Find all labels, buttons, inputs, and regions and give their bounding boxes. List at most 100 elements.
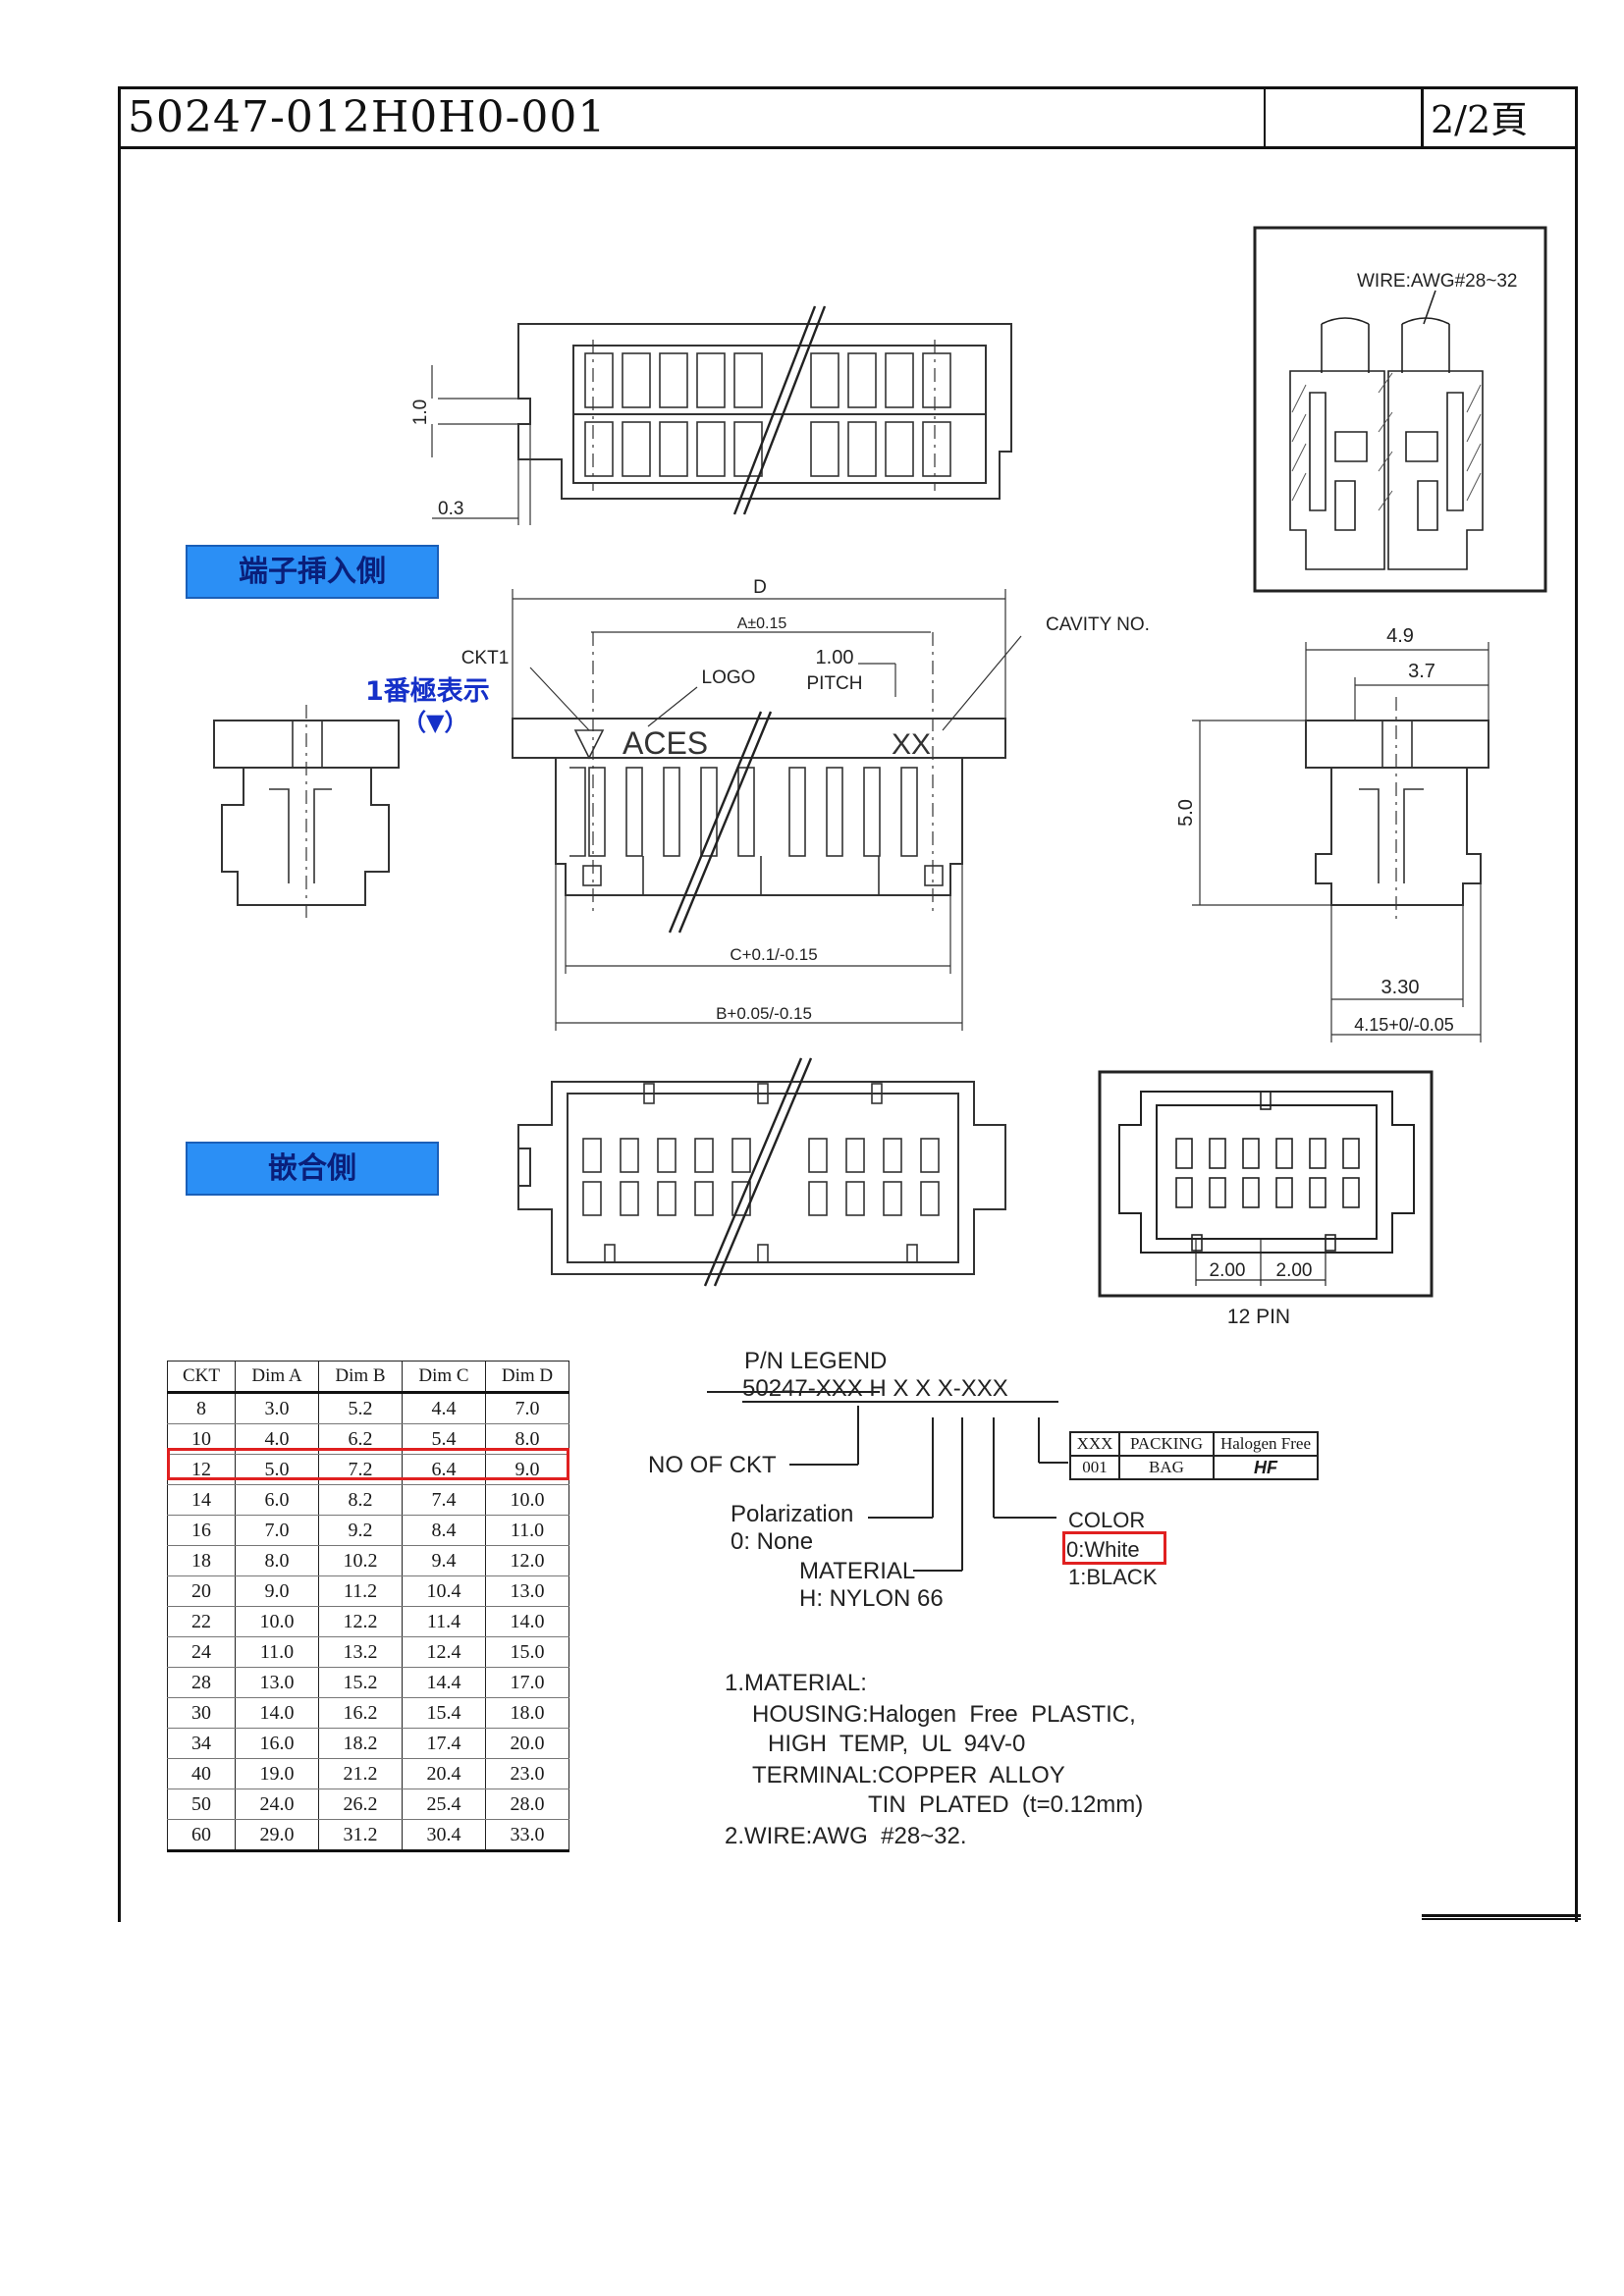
cell: 3.0 <box>235 1392 319 1424</box>
bottom-view <box>517 1057 1006 1287</box>
cell: 12.2 <box>318 1606 403 1637</box>
pack-header-packing: PACKING <box>1118 1431 1215 1457</box>
cell: 9.4 <box>402 1545 486 1576</box>
cell: 9.2 <box>318 1515 403 1546</box>
cell: 29.0 <box>235 1819 319 1852</box>
col-header-dim-d: Dim D <box>485 1361 569 1394</box>
pack-cell-hf: HF <box>1213 1455 1319 1480</box>
legend-polarization-val: 0: None <box>731 1528 813 1555</box>
cell: 8.0 <box>235 1545 319 1576</box>
pin12-caption: 12 PIN <box>1227 1306 1290 1328</box>
cell: 18 <box>167 1545 236 1576</box>
cell: 11.2 <box>318 1575 403 1607</box>
cell: 23.0 <box>485 1758 569 1789</box>
cell: 11.0 <box>235 1636 319 1668</box>
cell: 9.0 <box>235 1575 319 1607</box>
cell: 17.4 <box>402 1728 486 1759</box>
pack-header-halogen: Halogen Free <box>1213 1431 1319 1457</box>
cell: 24.0 <box>235 1789 319 1820</box>
cell: 10.0 <box>485 1484 569 1516</box>
cell: 30.4 <box>402 1819 486 1852</box>
cell: 16 <box>167 1515 236 1546</box>
cell: 60 <box>167 1819 236 1852</box>
pin-pitch-2: 2.00 <box>1276 1260 1313 1281</box>
title-divider <box>1264 86 1266 149</box>
legend-title: P/N LEGEND <box>744 1348 887 1374</box>
aces-logo-text: ACES <box>623 725 708 761</box>
cell: 15.0 <box>485 1636 569 1668</box>
pin1-symbol: （▼） <box>403 709 468 736</box>
dim-3-30: 3.30 <box>1381 977 1420 998</box>
cell: 10.2 <box>318 1545 403 1576</box>
legend-material-val: H: NYLON 66 <box>799 1585 944 1612</box>
col-header-dim-c: Dim C <box>402 1361 486 1394</box>
cell: 14.0 <box>235 1697 319 1729</box>
cell: 12.0 <box>485 1545 569 1576</box>
pack-cell-001: 001 <box>1069 1455 1120 1480</box>
cell: 7.4 <box>402 1484 486 1516</box>
cell: 8.2 <box>318 1484 403 1516</box>
cell: 20.0 <box>485 1728 569 1759</box>
dim-1-0: 1.0 <box>410 400 431 425</box>
note-wire: 2.WIRE:AWG #28~32. <box>725 1823 967 1849</box>
left-side-view <box>213 705 400 923</box>
wire-awg-label: WIRE:AWG#28~32 <box>1357 271 1518 292</box>
dim-4-9: 4.9 <box>1386 625 1414 647</box>
cell: 14.0 <box>485 1606 569 1637</box>
legend-material: MATERIAL <box>799 1558 915 1584</box>
cell: 7.0 <box>235 1515 319 1546</box>
note-housing: HOUSING:Halogen Free PLASTIC, <box>752 1701 1136 1728</box>
front-view <box>512 589 1022 1031</box>
cell: 12.4 <box>402 1636 486 1668</box>
pin1-mark-label: 1番極表示 <box>365 676 490 707</box>
cell: 15.2 <box>318 1667 403 1698</box>
dim-5-0: 5.0 <box>1175 799 1197 827</box>
cell: 18.2 <box>318 1728 403 1759</box>
pin12-detail-box <box>1098 1070 1434 1298</box>
dim-4-15: 4.15+0/-0.05 <box>1354 1015 1454 1035</box>
col-header-dim-a: Dim A <box>235 1361 319 1394</box>
ckt1-label: CKT1 <box>461 648 510 668</box>
right-side-view <box>1192 642 1489 1042</box>
mating-side-label: 嵌合側 <box>186 1142 439 1196</box>
cell: 40 <box>167 1758 236 1789</box>
cell: 11.4 <box>402 1606 486 1637</box>
note-tin-plated: TIN PLATED (t=0.12mm) <box>868 1791 1144 1818</box>
dim-a: A±0.15 <box>737 615 787 632</box>
dim-d: D <box>753 577 767 598</box>
cell: 33.0 <box>485 1819 569 1852</box>
cell: 34 <box>167 1728 236 1759</box>
cell: 6.0 <box>235 1484 319 1516</box>
pin-pitch-1: 2.00 <box>1210 1260 1246 1281</box>
top-view <box>431 305 1012 525</box>
cell: 31.2 <box>318 1819 403 1852</box>
pitch-label: PITCH <box>807 673 863 694</box>
dim-c: C+0.1/-0.15 <box>730 945 817 964</box>
cell: 7.0 <box>485 1392 569 1424</box>
cell: 50 <box>167 1789 236 1820</box>
title-bar <box>118 86 1578 149</box>
cell: 22 <box>167 1606 236 1637</box>
cell: 11.0 <box>485 1515 569 1546</box>
legend-color: COLOR <box>1068 1508 1145 1532</box>
cell: 26.2 <box>318 1789 403 1820</box>
note-material-heading: 1.MATERIAL: <box>725 1670 867 1696</box>
legend-polarization: Polarization <box>731 1501 853 1527</box>
pitch-value: 1.00 <box>816 647 854 668</box>
legend-color-black: 1:BLACK <box>1068 1565 1158 1589</box>
cell: 20 <box>167 1575 236 1607</box>
packing-table: XXX PACKING Halogen Free 001 BAG HF <box>1069 1431 1319 1480</box>
cell: 14 <box>167 1484 236 1516</box>
